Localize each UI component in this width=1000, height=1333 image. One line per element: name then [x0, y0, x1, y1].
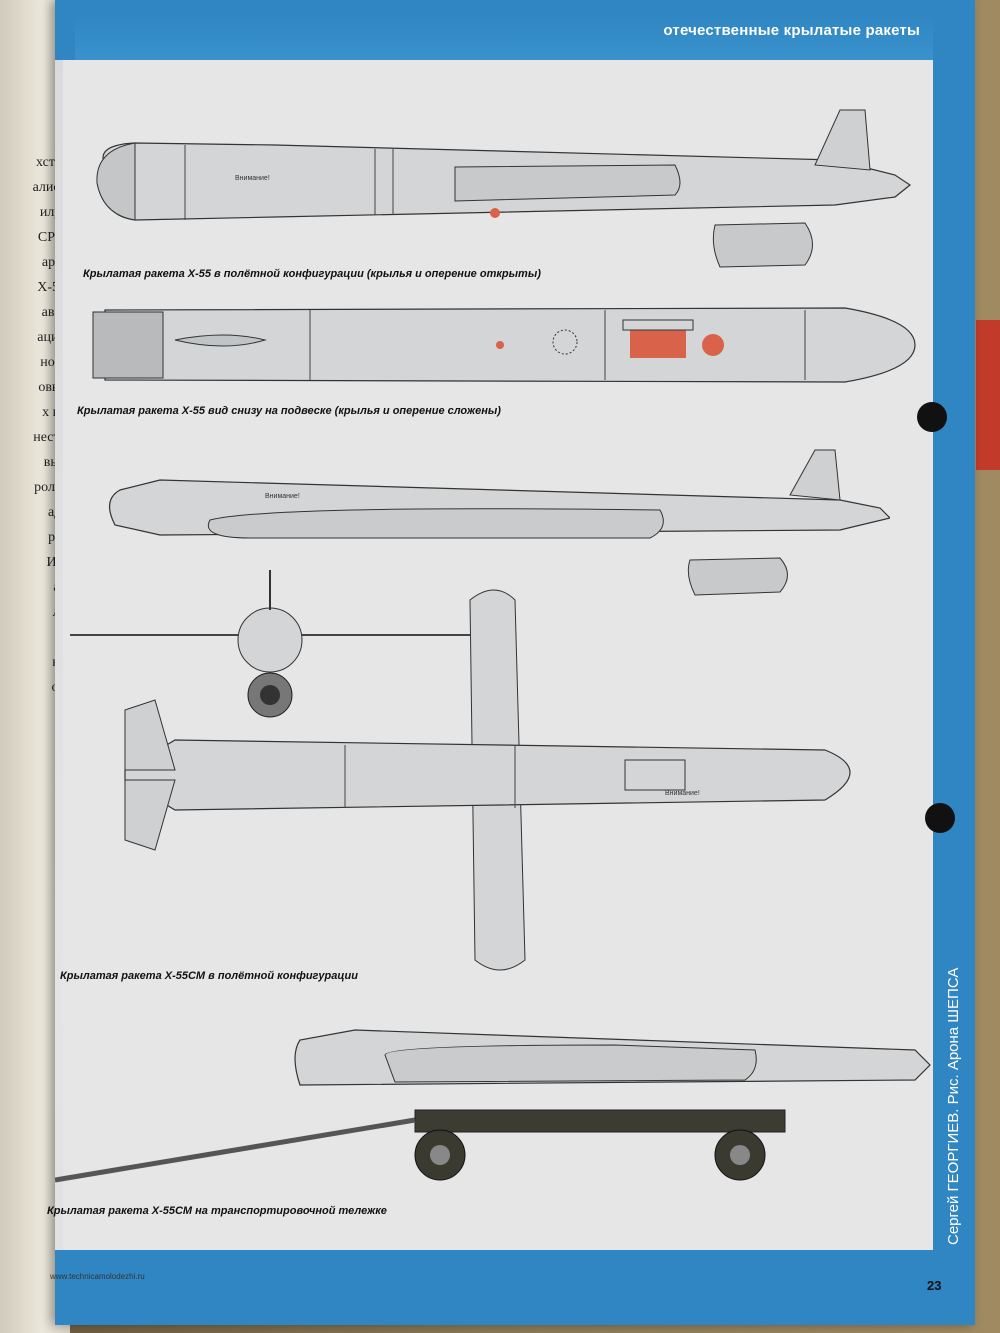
caption-fig2: Крылатая ракета Х-55 вид снизу на подвес…	[77, 405, 501, 417]
warning-marking: Внимание!	[235, 175, 270, 182]
section-title: отечественные крылатые ракеты	[663, 22, 920, 39]
missile-x55sm-top-view: Внимание!	[124, 589, 851, 971]
missile-x55-bottom-view	[92, 307, 916, 383]
missile-x55-side-view: Внимание!	[96, 109, 912, 268]
footer-url[interactable]: www.technicamolodezhi.ru	[50, 1272, 145, 1281]
right-margin-bar	[933, 0, 975, 1325]
page-number: 23	[927, 1278, 942, 1293]
caption-fig4: Крылатая ракета Х-55СМ на транспортирово…	[47, 1205, 387, 1217]
binder-hole-top	[917, 402, 947, 432]
missile-on-trailer	[55, 1029, 931, 1183]
adjacent-object	[976, 320, 1000, 470]
missile-front-view	[70, 570, 470, 718]
caption-fig3: Крылатая ракета Х-55СМ в полётной конфиг…	[60, 970, 358, 982]
binder-hole-bottom	[925, 803, 955, 833]
header-bar	[55, 0, 975, 60]
caption-fig1: Крылатая ракета Х-55 в полётной конфигур…	[83, 268, 541, 280]
missile-x55sm-side-view: Внимание!	[109, 449, 890, 596]
magazine-page: отечественные крылатые ракеты Внимание! …	[47, 0, 977, 1325]
footer-bar	[55, 1250, 975, 1325]
illustration-credit: Сергей ГЕОРГИЕВ. Рис. Арона ШЕПСА	[945, 967, 962, 1245]
warning-marking-2: Внимание!	[265, 493, 300, 500]
credit-container: Сергей ГЕОРГИЕВ. Рис. Арона ШЕПСА	[935, 945, 977, 1245]
warning-marking-3: Внимание!	[665, 790, 700, 797]
